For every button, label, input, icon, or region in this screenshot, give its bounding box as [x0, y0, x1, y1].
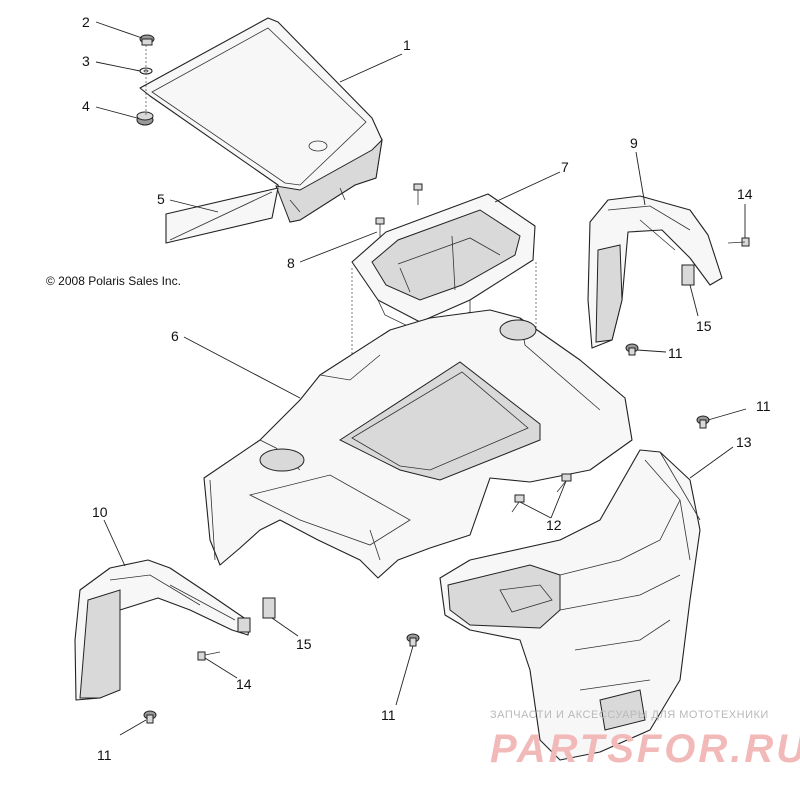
part-clip-left	[262, 597, 276, 619]
part-pushpin-b	[696, 415, 710, 429]
callout-8: 8	[287, 255, 295, 271]
callout-2: 2	[82, 14, 90, 30]
callout-15-b: 15	[296, 636, 312, 652]
part-screw-b	[556, 473, 572, 493]
part-right-fender	[587, 195, 723, 349]
callout-10: 10	[92, 504, 108, 520]
watermark-tagline: ЗАПЧАСТИ И АКСЕССУАРЫ ДЛЯ МОТОТЕХНИКИ	[490, 709, 769, 721]
part-bolt-top	[413, 183, 423, 205]
callout-7: 7	[561, 159, 569, 175]
part-pushpin-d	[143, 710, 157, 724]
part-bolt-right	[727, 237, 750, 247]
callout-6: 6	[171, 328, 179, 344]
callout-5: 5	[157, 191, 165, 207]
part-pushpin-a	[625, 343, 639, 356]
callout-12: 12	[546, 517, 562, 533]
part-clip-right	[681, 264, 695, 286]
callout-14-a: 14	[737, 186, 753, 202]
callout-11-a: 11	[668, 345, 683, 361]
callout-11-c: 11	[381, 707, 396, 723]
watermark-brand: PARTSFOR.RU	[490, 727, 800, 771]
part-storage-box	[351, 193, 536, 333]
part-pushpin-c	[406, 633, 420, 647]
part-left-fender	[74, 559, 251, 701]
part-rear-cab	[203, 309, 633, 579]
part-storage-lid	[139, 17, 383, 223]
callout-labels: 1 2 3 4 5 6 7 8 9 10 11 11 11 11 12 13 1…	[82, 14, 771, 763]
callout-11-d: 11	[97, 747, 112, 763]
callout-11-b: 11	[756, 398, 771, 414]
callout-3: 3	[82, 53, 90, 69]
part-knob	[139, 34, 155, 46]
part-front-bumper	[439, 449, 701, 761]
part-bolt-8	[375, 217, 385, 238]
callout-4: 4	[82, 98, 90, 114]
callout-9: 9	[630, 135, 638, 151]
part-grommet	[136, 111, 154, 126]
callout-15-a: 15	[696, 318, 712, 334]
callout-1: 1	[403, 37, 411, 53]
callout-13: 13	[736, 434, 752, 450]
callout-14-b: 14	[236, 676, 252, 692]
part-bolt-left	[197, 651, 221, 661]
copyright-notice: © 2008 Polaris Sales Inc.	[46, 274, 181, 288]
part-screw-a	[511, 494, 525, 513]
leader-lines	[95, 21, 747, 736]
